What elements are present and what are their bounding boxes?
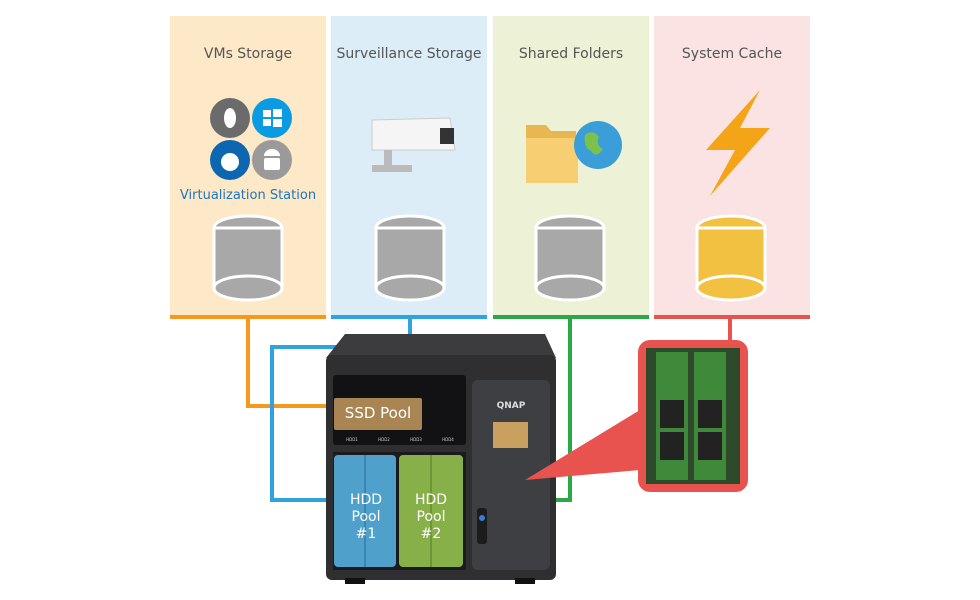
- database-icon: [534, 214, 606, 302]
- orange-bar: [170, 315, 326, 319]
- green-bar: [493, 315, 649, 319]
- hdd-pool-2-label: HDD Pool #2: [401, 492, 461, 543]
- folder-globe-icon: [526, 121, 622, 183]
- database-gold-icon: [695, 214, 767, 302]
- bay-label: HDD2: [378, 437, 390, 442]
- panel-title: System Cache: [681, 46, 783, 62]
- database-icon: [212, 214, 284, 302]
- blue-bar: [331, 315, 487, 319]
- hdd-pool-1-text: HDD Pool #1: [349, 492, 383, 542]
- hdd-pool-2-text: HDD Pool #2: [414, 492, 448, 542]
- ssd-pool-label: SSD Pool: [344, 404, 412, 422]
- database-icon: [374, 214, 446, 302]
- nas-device: [326, 334, 556, 584]
- ssd-pool-tray: [334, 398, 422, 430]
- bay-label: HDD3: [410, 437, 422, 442]
- panel-title: Shared Folders: [518, 46, 624, 62]
- qnap-logo: QNAP: [496, 401, 526, 411]
- red-bar: [654, 315, 810, 319]
- bay-label: HDD4: [442, 437, 454, 442]
- panel-title: VMs Storage: [203, 46, 293, 62]
- callout-pointer: [525, 410, 640, 480]
- windows-icon: [252, 98, 292, 138]
- security-camera-icon: [371, 117, 456, 172]
- bay-labels: HDD1 HDD2 HDD3 HDD4: [336, 437, 464, 442]
- hdd-pool-1-label: HDD Pool #1: [336, 492, 396, 543]
- orange-connector: [246, 319, 336, 408]
- bay-label: HDD1: [346, 437, 358, 442]
- panel-title: Surveillance Storage: [336, 46, 482, 62]
- lightning-icon: [706, 90, 770, 196]
- virtualization-station-label: Virtualization Station: [179, 188, 317, 203]
